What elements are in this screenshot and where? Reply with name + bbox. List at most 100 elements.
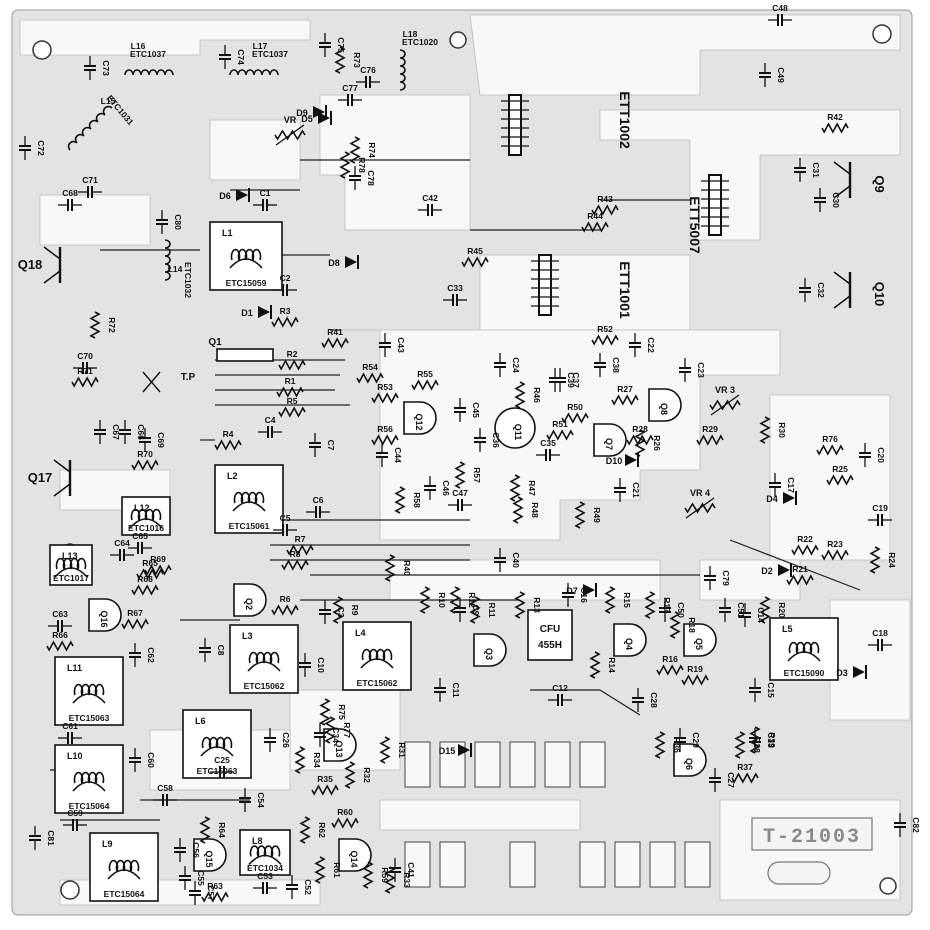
module-ref-l13: L13 xyxy=(62,551,78,561)
resistor-ref-r75: R75 xyxy=(337,704,347,720)
resistor-ref-r10: R10 xyxy=(437,592,447,608)
resistor-ref-r8: R8 xyxy=(290,549,301,559)
transistor-q6 xyxy=(673,743,707,777)
capacitor-ref-c2: C2 xyxy=(280,273,291,283)
capacitor-ref-c5: C5 xyxy=(280,513,291,523)
capacitor-ref-c46: C46 xyxy=(441,480,451,496)
capacitor-ref-c23: C23 xyxy=(696,362,706,378)
capacitor-ref-c11: C11 xyxy=(451,682,461,697)
air-coil-l14 xyxy=(164,239,171,281)
trimmer-vr xyxy=(274,124,306,146)
capacitor-ref-c29: C29 xyxy=(691,732,701,748)
module-part-l12: ETC1016 xyxy=(128,523,164,533)
capacitor-c6 xyxy=(306,506,330,518)
resistor-ref-r64: R64 xyxy=(217,822,227,838)
capacitor-ref-c64: C64 xyxy=(114,538,130,548)
module-ref-l9: L9 xyxy=(102,839,113,849)
resistor-ref-r65: R65 xyxy=(142,558,158,568)
resistor-r75 xyxy=(319,698,331,726)
capacitor-ref-c56: C56 xyxy=(191,842,201,858)
resistor-r73 xyxy=(334,46,346,74)
capacitor-ref-c32: C32 xyxy=(816,282,826,298)
capacitor-ref-c72: C72 xyxy=(36,140,46,156)
capacitor-c29 xyxy=(674,728,686,752)
module-part-l10: ETC15064 xyxy=(69,801,110,811)
capacitor-c67 xyxy=(94,420,106,444)
mounting-hole-top-center xyxy=(449,31,467,49)
capacitor-c76 xyxy=(356,76,380,88)
resistor-r68 xyxy=(131,584,159,596)
coil-ref-l15: L15 xyxy=(101,96,116,106)
resistor-ref-r61: R61 xyxy=(332,862,342,878)
resistor-r3 xyxy=(271,316,299,328)
resistor-ref-r32: R32 xyxy=(362,767,372,783)
capacitor-ref-c63: C63 xyxy=(52,609,68,619)
capacitor-ref-c53: C53 xyxy=(257,871,273,881)
capacitor-ref-c78: C78 xyxy=(366,170,376,186)
resistor-r13 xyxy=(514,591,526,619)
transistor-ref-q17: Q17 xyxy=(28,470,53,485)
capacitor-c59 xyxy=(63,819,87,831)
resistor-r48 xyxy=(512,496,524,524)
capacitor-c40 xyxy=(494,548,506,572)
capacitor-ref-c69: C69 xyxy=(156,432,166,448)
resistor-ref-r68: R68 xyxy=(137,574,153,584)
resistor-r60 xyxy=(331,817,359,829)
trimmer-vr-4 xyxy=(684,497,716,519)
resistor-r56 xyxy=(371,434,399,446)
capacitor-c2 xyxy=(273,284,297,296)
capacitor-ref-c24: C24 xyxy=(511,357,521,373)
diode-d3 xyxy=(853,665,867,679)
diode-d15 xyxy=(458,743,472,757)
capacitor-ref-c49: C49 xyxy=(776,67,786,83)
capacitor-c52 xyxy=(286,875,298,899)
resistor-ref-r31: R31 xyxy=(397,742,407,758)
coil-part-l16: ETC1037 xyxy=(130,49,166,59)
module-ref-l6: L6 xyxy=(195,716,206,726)
resistor-r24 xyxy=(869,546,881,574)
transistor-ref-q6: Q6 xyxy=(684,758,694,770)
resistor-r16 xyxy=(656,664,684,676)
diode-d4 xyxy=(783,491,797,505)
resistor-r44 xyxy=(581,221,609,233)
module-part-l2: ETC15061 xyxy=(229,521,270,531)
capacitor-ref-c67: C67 xyxy=(111,424,121,440)
capacitor-ref-c35: C35 xyxy=(540,438,556,448)
capacitor-ref-c70: C70 xyxy=(77,351,93,361)
resistor-r59 xyxy=(362,861,374,889)
resistor-ref-r26: R26 xyxy=(652,435,662,451)
resistor-r10 xyxy=(419,586,431,614)
resistor-ref-r70: R70 xyxy=(137,449,153,459)
resistor-r71 xyxy=(71,376,99,388)
capacitor-c41 xyxy=(389,858,401,882)
capacitor-ref-c59: C59 xyxy=(67,808,83,818)
capacitor-c58 xyxy=(153,794,177,806)
coil-part-l14: ETC1032 xyxy=(183,262,193,298)
diode-d10 xyxy=(625,453,639,467)
resistor-r27 xyxy=(611,394,639,406)
capacitor-c21 xyxy=(614,478,626,502)
capacitor-ref-c71: C71 xyxy=(82,175,98,185)
capacitor-c44 xyxy=(376,443,388,467)
module-part-l11: ETC15063 xyxy=(69,713,110,723)
capacitor-c3 xyxy=(319,600,331,624)
capacitor-c42 xyxy=(418,204,442,216)
transistor-ref-q4: Q4 xyxy=(624,638,634,650)
if-coil-l1 xyxy=(209,221,283,291)
resistor-r1 xyxy=(276,386,304,398)
resistor-r70 xyxy=(131,459,159,471)
resistor-r61 xyxy=(314,856,326,884)
resistor-ref-r69: R69 xyxy=(150,554,166,564)
resistor-ref-r19: R19 xyxy=(687,664,703,674)
capacitor-c5 xyxy=(273,524,297,536)
capacitor-c70 xyxy=(73,362,97,374)
capacitor-ref-c27: C27 xyxy=(726,772,736,788)
capacitor-c81 xyxy=(29,826,41,850)
diode-ref-d4: D4 xyxy=(766,494,778,504)
module-ref-l4: L4 xyxy=(355,628,366,638)
resistor-r34 xyxy=(294,746,306,774)
capacitor-ref-c57: C57 xyxy=(206,885,216,901)
resistor-ref-r59: R59 xyxy=(380,867,390,883)
transistor-q4 xyxy=(613,623,647,657)
capacitor-ref-c51: C51 xyxy=(736,602,746,618)
